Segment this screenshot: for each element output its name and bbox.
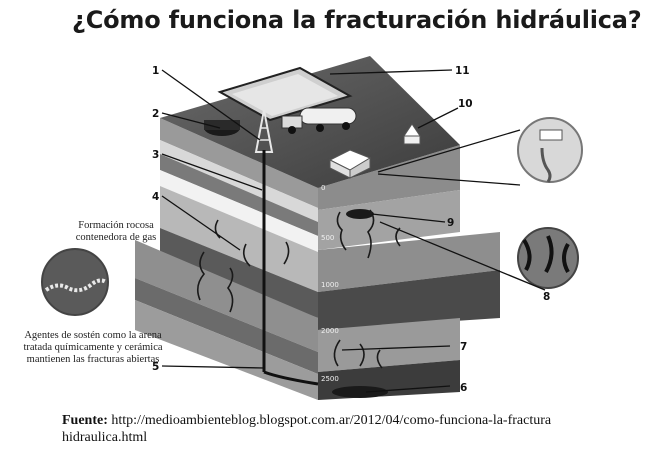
depth-2500: 2500 — [321, 375, 339, 383]
water-tower — [403, 123, 421, 145]
callout-9: 9 — [447, 217, 454, 229]
gas-pocket — [346, 209, 374, 219]
callout-3: 3 — [152, 149, 159, 161]
callout-4: 4 — [152, 191, 159, 203]
inset-proppant — [41, 248, 109, 316]
fractures — [196, 209, 401, 369]
house — [328, 149, 372, 179]
inset-faucet — [517, 117, 583, 183]
fracture-zone — [332, 386, 388, 398]
callout-2: 2 — [152, 108, 159, 120]
page-title: ¿Cómo funciona la fracturación hidráulic… — [72, 6, 642, 34]
depth-0: 0 — [321, 184, 325, 192]
callout-1: 1 — [152, 65, 159, 77]
callout-10: 10 — [458, 98, 473, 110]
proppant-caption: Agentes de sostén como la arena tratada … — [23, 330, 163, 365]
leader-lines — [161, 69, 546, 393]
callout-5: 5 — [152, 361, 159, 373]
horizontal-bore — [263, 370, 319, 386]
callout-7: 7 — [460, 341, 467, 353]
depth-scale: 0 500 1000 2000 2500 — [321, 184, 339, 383]
callout-8: 8 — [543, 291, 550, 303]
depth-500: 500 — [321, 234, 334, 242]
water-pit-surface — [232, 74, 338, 116]
callout-numbers: 1 2 3 4 5 6 7 8 9 10 11 — [152, 65, 550, 394]
right-face-layers — [318, 145, 500, 400]
source-label: Fuente: — [62, 413, 108, 428]
tanker-truck — [281, 107, 357, 134]
source-url: http://medioambienteblog.blogspot.com.ar… — [62, 413, 552, 445]
callout-6: 6 — [460, 382, 467, 394]
rock-formation-caption: Formación rocosa contenedora de gas — [75, 220, 157, 243]
source-citation: Fuente: http://medioambienteblog.blogspo… — [62, 412, 622, 446]
callout-11: 11 — [455, 65, 470, 77]
depth-1000: 1000 — [321, 281, 339, 289]
depth-2000: 2000 — [321, 327, 339, 335]
storage-tank — [204, 120, 240, 136]
inset-fracture — [517, 227, 579, 289]
front-face-layers — [135, 118, 318, 400]
